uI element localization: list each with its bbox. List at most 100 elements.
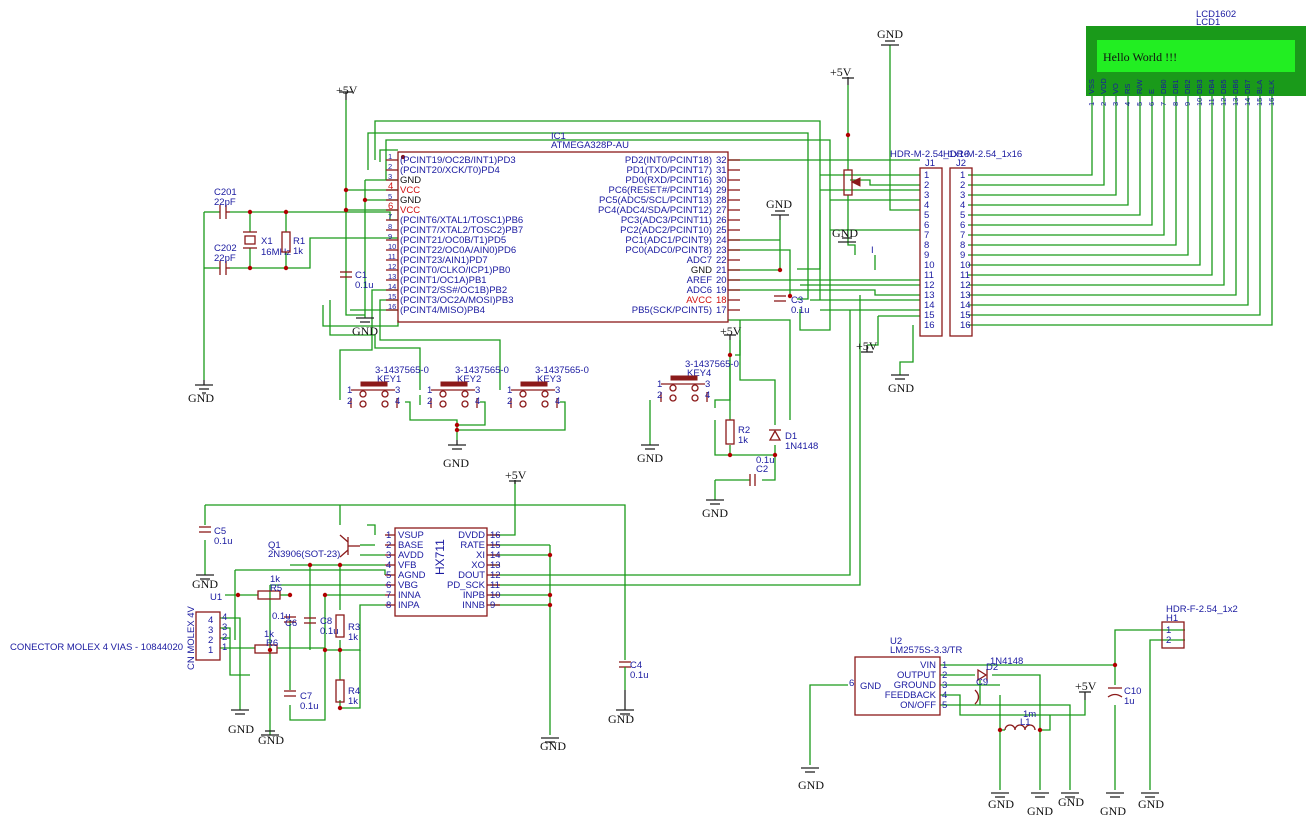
c2-ref: C2: [756, 464, 768, 475]
key-actuator: [670, 375, 698, 381]
hx711-pin-number: 7: [386, 590, 391, 601]
header-pin-number: 7: [960, 230, 965, 241]
vcc-symbol: [724, 334, 736, 340]
j2-body: [949, 167, 973, 337]
u2-pin-name: OUTPUT: [897, 670, 936, 681]
j1-body: [919, 167, 943, 337]
key-contact: [461, 400, 469, 408]
power-symbols: +5V +5V +5V +5V +5V +5V GND GND GND GND …: [188, 27, 1164, 818]
ic1-pin-name: ADC6: [687, 285, 712, 296]
x1-ref: X1: [261, 236, 273, 247]
vcc-label: +5V: [1075, 679, 1097, 693]
ic1-pin-number: 26: [716, 215, 727, 226]
key-contact: [541, 390, 549, 398]
gnd-symbol: [1061, 792, 1079, 798]
d1-ref: D1: [785, 431, 797, 442]
key-pin-number: 1: [347, 385, 352, 396]
ic1-pin-number: 20: [716, 275, 727, 286]
ic1-part: ATMEGA328P-AU: [551, 140, 629, 151]
ic1-body: [397, 151, 729, 323]
u1-pinnum-2: 2: [222, 632, 227, 643]
ic1-pin-number: 13: [388, 272, 396, 281]
u1-pinnum-4: 4: [222, 612, 227, 623]
c9-symbol: [974, 689, 980, 705]
h1-body: [1161, 621, 1185, 649]
header-pin-number: 6: [960, 220, 965, 231]
ic1-pin-name: (PCINT20/XCK/T0)PD4: [400, 165, 500, 176]
r3-value: 1k: [348, 632, 358, 643]
hx711-pin-name: PD_SCK: [447, 580, 486, 591]
gnd-label: GND: [1027, 804, 1053, 818]
header-pin-number: 11: [924, 270, 934, 281]
ic1-right-pins: 32PD2(INT0/PCINT18)31PD1(TXD/PCINT17)30P…: [598, 155, 740, 316]
c4-symbol: [619, 661, 631, 690]
gnd-label: GND: [258, 733, 284, 747]
c8-ref: C8: [320, 616, 332, 627]
c10-value: 1u: [1124, 696, 1135, 707]
hx711-aux: Q1 2N3906(SOT-23) C5 0.1u 1k R5 1k R6 0.…: [199, 526, 649, 712]
ic1-atmega328p: IC1 ATMEGA328P-AU 1(PCINT19/OC2B/INT1)PD…: [386, 131, 740, 323]
key-part: 3-1437565-0: [455, 365, 509, 376]
r6-ref: R6: [266, 638, 278, 649]
h1-pin1: 1: [1166, 625, 1171, 636]
u2-gnd-pin-name: GND: [860, 681, 881, 692]
gnd-label: GND: [540, 739, 566, 753]
lcd-pin-label: DB2: [1183, 79, 1192, 94]
gnd-symbol: [1106, 792, 1124, 798]
ic1-pin-name: (PCINT23/AIN1)PD7: [400, 255, 488, 266]
c3-value: 0.1u: [791, 305, 810, 316]
x1-value: 16MHz: [261, 247, 291, 258]
hx711-pin-name: RATE: [460, 540, 485, 551]
hx711-pin-name: INPB: [463, 590, 485, 601]
u2-pin-name: GROUND: [894, 680, 936, 691]
ic1-pin-name: PC2(ADC2/PCINT10): [620, 225, 712, 236]
header-pin-number: 2: [960, 180, 965, 191]
d2-symbol: [977, 668, 988, 682]
lcd-ref1: LCD1602: [1196, 9, 1236, 20]
gnd-symbol: [231, 709, 249, 715]
ic1-pin-number: 11: [388, 252, 396, 261]
c5-value: 0.1u: [214, 536, 233, 547]
header-pin-number: 2: [924, 180, 929, 191]
c10-ref: C10: [1124, 686, 1141, 697]
r4-ref: R4: [348, 686, 360, 697]
ic1-pin-number: 18: [716, 295, 727, 306]
hx711-pin-number: 8: [386, 600, 391, 611]
lcd-pin-label: DB7: [1243, 79, 1252, 94]
vcc-symbol: [842, 77, 854, 85]
gnd-label: GND: [798, 778, 824, 792]
r2-value: 1k: [738, 435, 748, 446]
gnd-symbol: [1031, 792, 1049, 798]
ic1-pin-number: 32: [716, 155, 727, 166]
key-pin-number: 1: [657, 379, 662, 390]
key-contact: [359, 390, 367, 398]
h1-header: HDR-F-2.54_1x2 H1 1 2: [1161, 604, 1238, 649]
lcd-pin-number: 1: [1087, 102, 1096, 106]
ic1-pin-name: AVCC: [686, 295, 712, 306]
hx711-pin-name: INNB: [462, 600, 485, 611]
j1-part: HDR-M-2.54_1x16: [890, 149, 969, 160]
gnd-symbol: [448, 440, 466, 450]
hx711-right-pins: 16DVDD15RATE14XI13XO12DOUT11PD_SCK10INPB…: [447, 530, 501, 611]
gnd-label: GND: [1138, 797, 1164, 811]
ic1-pin-name: (PCINT0/CLKO/ICP1)PB0: [400, 265, 510, 276]
header-pin-number: 10: [924, 260, 935, 271]
key-part: 3-1437565-0: [535, 365, 589, 376]
d2-part: 1N4148: [990, 656, 1023, 667]
gnd-symbol: [801, 767, 819, 773]
vcc-label: +5V: [505, 468, 527, 482]
c8-value: 0.1u: [320, 626, 339, 637]
key-contact: [381, 400, 389, 408]
h1-ref: H1: [1166, 613, 1178, 624]
ic1-pin-number: 15: [388, 292, 396, 301]
hx711-pin-name: XI: [476, 550, 485, 561]
r5-ref: R5: [270, 583, 282, 594]
key-contact: [691, 384, 699, 392]
lcd-pin-number: 4: [1123, 102, 1132, 106]
header-pin-number: 15: [924, 310, 935, 321]
lcd-pin-label: DB0: [1159, 79, 1168, 94]
header-pin-number: 10: [960, 260, 971, 271]
lcd-pin-number: 6: [1147, 102, 1156, 106]
